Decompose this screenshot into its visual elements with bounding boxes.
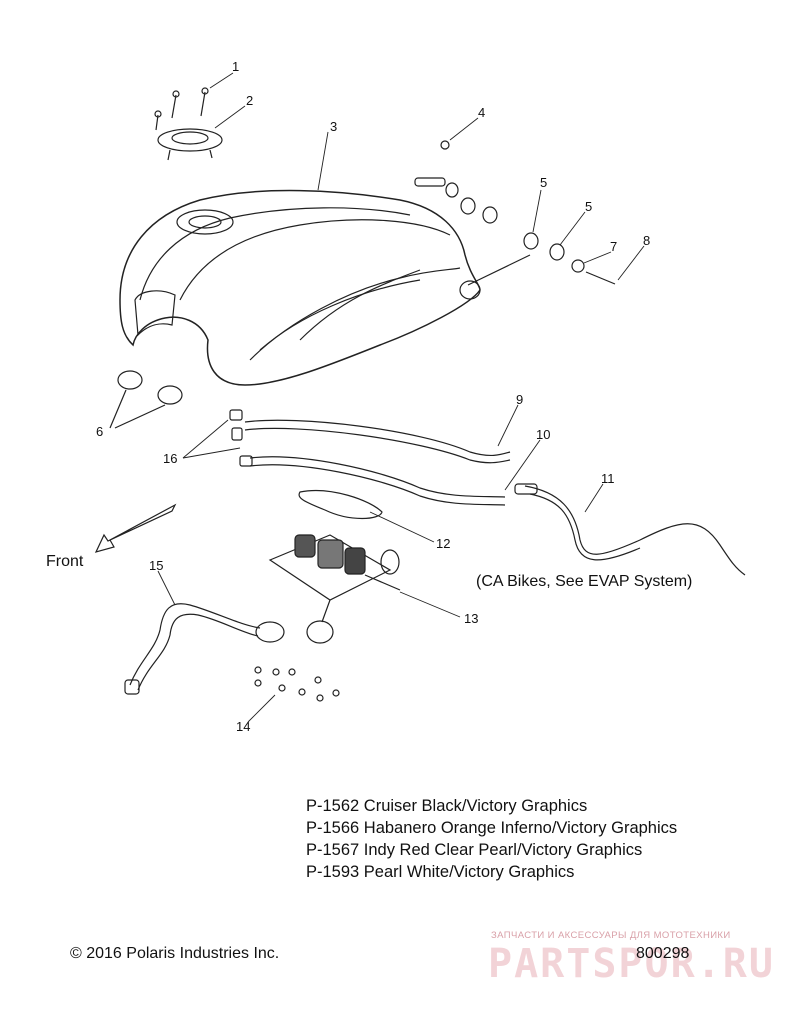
vent-hoses [229,409,511,506]
callout-15: 15 [149,558,164,573]
callout-5a: 5 [540,175,548,190]
fuel-line [124,603,285,695]
callout-3: 3 [330,119,338,134]
variant-item: P-1567 Indy Red Clear Pearl/Victory Grap… [306,841,643,859]
callout-13: 13 [464,611,479,626]
callout-1: 1 [232,59,240,74]
callout-6: 6 [96,424,104,439]
pump-gasket [298,490,383,520]
callout-7: 7 [610,239,618,254]
callout-5b: 5 [585,199,593,214]
watermark-subtitle: ЗАПЧАСТИ И АКСЕССУАРЫ ДЛЯ МОТОТЕХНИКИ [491,930,731,941]
variant-item: P-1562 Cruiser Black/Victory Graphics [306,797,588,815]
variant-item: P-1593 Pearl White/Victory Graphics [306,863,575,881]
variant-list: P-1562 Cruiser Black/Victory Graphics P-… [306,795,677,883]
callout-11: 11 [601,471,615,486]
front-label: Front [46,553,84,570]
ca-bikes-note: (CA Bikes, See EVAP System) [476,573,693,590]
pump-screws [254,666,340,702]
leader-lines [157,72,645,723]
grommets [109,370,183,429]
callout-14: 14 [236,719,251,734]
fuel-pump-assembly [268,534,401,644]
callout-16: 16 [163,451,178,466]
screws [154,87,209,131]
callout-4: 4 [478,105,486,120]
fuel-tank [119,189,481,386]
rear-mount-hardware [414,140,616,286]
callout-12: 12 [436,536,451,551]
watermark-logo: PARTSPOR.RU [488,941,775,987]
drawing-number: 800298 [636,945,690,962]
front-arrow [94,503,177,553]
callout-8: 8 [643,233,651,248]
callout-9: 9 [516,392,524,407]
callout-2: 2 [246,93,254,108]
filler-cap-flange [157,128,223,161]
copyright: © 2016 Polaris Industries Inc. [70,945,280,962]
evap-line [514,483,746,576]
callout-10: 10 [536,427,551,442]
variant-item: P-1566 Habanero Orange Inferno/Victory G… [306,819,678,837]
